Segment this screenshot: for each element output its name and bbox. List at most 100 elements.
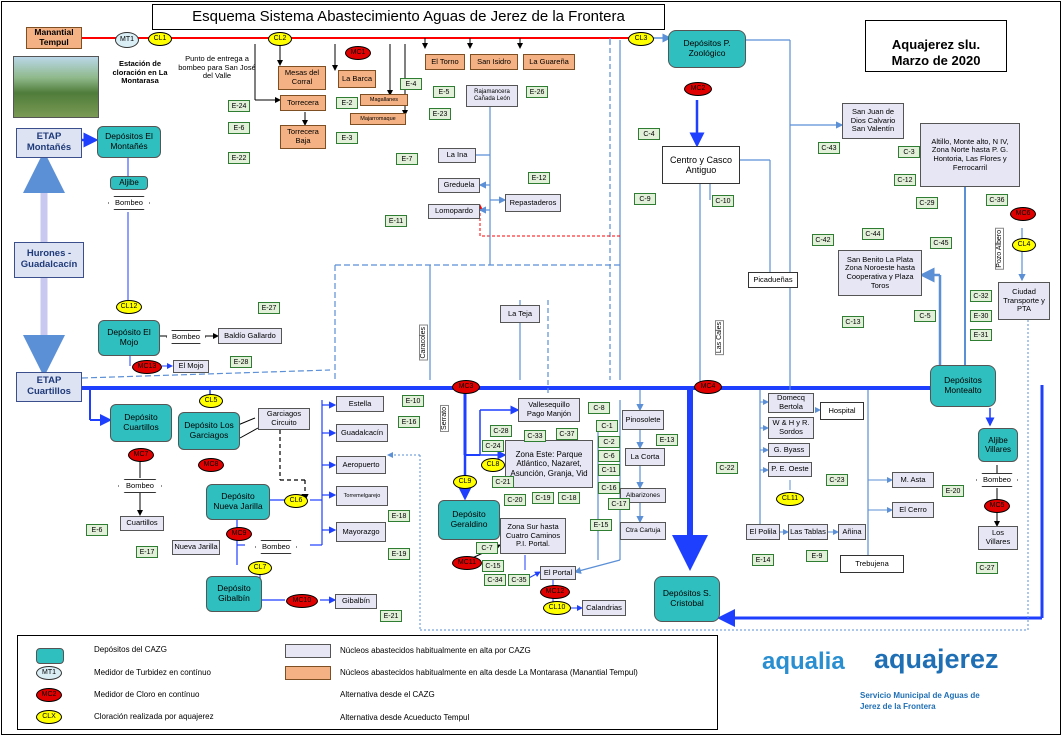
tag-c2: C-2 — [598, 436, 620, 448]
tag-e20: E-20 — [942, 485, 964, 497]
tag-c22: C-22 — [716, 462, 738, 474]
aljibe: Aljibe — [110, 176, 148, 190]
aquajerez-logo: aquajerez — [874, 644, 999, 674]
deposit-el-mojo: Depósito El Mojo — [98, 320, 160, 356]
tag-c33: C-33 — [524, 430, 546, 442]
node-repastaderos: Repastaderos — [505, 194, 561, 212]
servicio-line2: Jerez de la Frontera — [860, 702, 936, 711]
tag-e4: E-4 — [400, 78, 422, 90]
tag-c36: C-36 — [986, 194, 1008, 206]
node-la-ina: La Ina — [438, 148, 476, 163]
tag-c10: C-10 — [712, 195, 734, 207]
tag-c42: C-42 — [812, 234, 834, 246]
etap-montanes: ETAP Montañés — [16, 128, 82, 158]
legend-depositos: Depósitos del CAZG — [94, 645, 167, 654]
node-los-villares: Los Villares — [978, 526, 1018, 550]
manantial-tempul: Manantial Tempul — [26, 27, 82, 49]
cl3-chlorination: CL3 — [628, 32, 654, 46]
tag-c21: C-21 — [492, 476, 514, 488]
tag-e21: E-21 — [380, 610, 402, 622]
node-zona-sur: Zona Sur hasta Cuatro Caminos P.I. Porta… — [500, 518, 566, 554]
tag-c13: C-13 — [842, 316, 864, 328]
tag-e12: E-12 — [528, 172, 550, 184]
node-la-teja: La Teja — [500, 305, 540, 323]
tag-c34: C-34 — [484, 574, 506, 586]
node-mesas-corral: Mesas del Corral — [278, 66, 326, 90]
mc6-meter: MC6 — [1010, 207, 1036, 221]
label-pozo-albero: Pozo Albero — [995, 228, 1004, 270]
estacion-label: Estación de cloración en La Montarasa — [112, 59, 168, 86]
mc11-meter: MC11 — [452, 556, 482, 570]
node-ctra-cartuja: Ctra Cartuja — [620, 522, 666, 540]
tag-e2: E-2 — [336, 97, 358, 109]
node-el-portal: El Portal — [540, 566, 576, 580]
tag-e22: E-22 — [228, 152, 250, 164]
legend-clx-icon: CLX — [36, 710, 62, 724]
tag-e3: E-3 — [336, 132, 358, 144]
tag-e14: E-14 — [752, 554, 774, 566]
tag-c3: C-3 — [898, 146, 920, 158]
node-hospital: Hospital — [820, 402, 864, 420]
node-san-juan: San Juan de Dios Calvario San Valentín — [842, 103, 904, 139]
bombeo-mojo: Bombeo — [166, 330, 206, 344]
mc12-meter: MC12 — [540, 585, 570, 599]
cl1-chlorination: CL1 — [148, 32, 172, 46]
company-date-box: Aquajerez slu.Marzo de 2020 — [865, 20, 1007, 72]
deposit-garciagos: Depósito Los Garciagos — [178, 412, 240, 450]
tag-e6b: E-6 — [86, 524, 108, 536]
node-p-oeste: P. E. Oeste — [768, 462, 812, 477]
node-gbyass: G. Byass — [768, 443, 810, 457]
tag-c23: C-23 — [826, 474, 848, 486]
tag-c8: C-8 — [588, 402, 610, 414]
tag-c45: C-45 — [930, 237, 952, 249]
node-centro-casco: Centro y Casco Antiguo — [662, 146, 740, 184]
node-san-isidro: San Isidro — [470, 54, 518, 70]
legend-cazg-swatch — [285, 644, 331, 658]
legend-alt-cazg: Alternativa desde el CAZG — [340, 690, 435, 699]
tag-c18: C-18 — [558, 492, 580, 504]
cl2-chlorination: CL2 — [268, 32, 292, 46]
node-pinosolete: Pinosolete — [622, 410, 664, 430]
tag-c35: C-35 — [508, 574, 530, 586]
cl4-chlorination: CL4 — [1012, 238, 1036, 252]
node-la-corta: La Corta — [625, 448, 665, 466]
node-el-mojo: El Mojo — [173, 360, 209, 373]
mt1-meter: MT1 — [115, 32, 139, 48]
node-el-torno: El Torno — [425, 54, 465, 70]
label-serrato: Serrato — [440, 405, 449, 432]
label-caracoles: Caracoles — [419, 325, 428, 361]
node-guadalcacin: Guadalcacín — [336, 424, 388, 442]
tag-c11: C-11 — [598, 464, 620, 476]
node-ciudad-transporte: Ciudad Transporte y PTA — [998, 282, 1050, 320]
tag-c9: C-9 — [634, 193, 656, 205]
legend-nucleos-montarasa: Núcleos abastecidos habitualmente en alt… — [340, 668, 638, 677]
tag-e18: E-18 — [388, 510, 410, 522]
deposit-geraldino: Depósito Geraldino — [438, 500, 500, 540]
tag-c44: C-44 — [862, 228, 884, 240]
punto-entrega-label: Punto de entrega a bombeo para San José … — [178, 54, 256, 81]
tag-e10: E-10 — [402, 395, 424, 407]
aqualia-logo: aqualia — [762, 648, 845, 675]
node-nueva-jarilla: Nueva Jarilla — [172, 540, 220, 555]
node-m-asta: M. Asta — [892, 472, 934, 488]
node-san-benito: San Benito La Plata Zona Noroeste hasta … — [838, 250, 922, 296]
deposit-zoologico: Depósitos P. Zoológico — [668, 30, 746, 68]
tag-e31: E-31 — [970, 329, 992, 341]
cl11-chlorination: CL11 — [776, 492, 804, 506]
node-magallanes: Magallanes — [360, 94, 408, 106]
legend-cloro: Medidor de Cloro en contínuo — [94, 690, 200, 699]
tag-c16: C-16 — [598, 482, 620, 494]
mc9-meter: MC9 — [226, 527, 252, 541]
deposit-nueva-jarilla: Depósito Nueva Jarilla — [206, 484, 270, 520]
node-estella: Estella — [336, 396, 384, 412]
tag-e27: E-27 — [258, 302, 280, 314]
diagram-title: Esquema Sistema Abastecimiento Aguas de … — [152, 4, 665, 30]
node-lomopardo: Lomopardo — [428, 204, 480, 219]
bombeo-cuartillos: Bombeo — [118, 479, 162, 493]
bombeo-villares: Bombeo — [976, 473, 1018, 487]
node-rajamancera: Rajamancera Cañada León — [466, 85, 518, 107]
cl7-chlorination: CL7 — [248, 561, 272, 575]
node-el-cerro: El Cerro — [892, 502, 934, 518]
node-la-guarena: La Guareña — [523, 54, 575, 70]
